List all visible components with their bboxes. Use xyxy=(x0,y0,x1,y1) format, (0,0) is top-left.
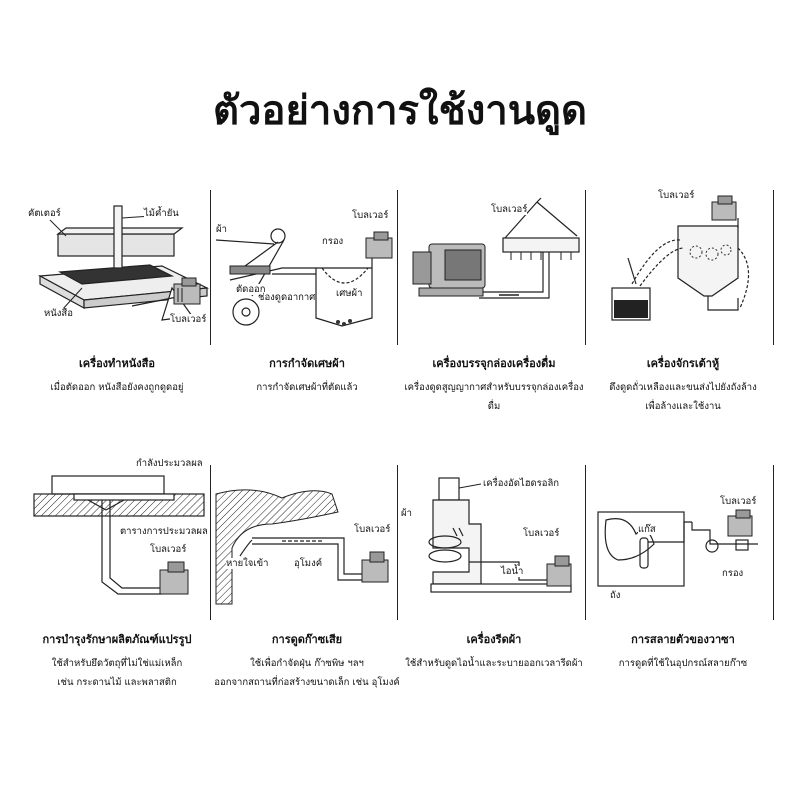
panel-desc: ใช้สำหรับยึดวัตถุที่ไม่ใช่แม่เหล็ก xyxy=(51,658,183,669)
panel-desc: เพื่อล้างและใช้งาน xyxy=(645,401,721,412)
label-fabric: ผ้า xyxy=(216,224,227,235)
panel-desc: เมื่อตัดออก หนังสือยังคงถูกดูดอยู่ xyxy=(50,382,184,393)
label-fabric: ผ้า xyxy=(401,508,412,519)
label-blower: โบลเวอร์ xyxy=(523,528,560,539)
blower-icon xyxy=(412,243,486,297)
label-blower: โบลเวอร์ xyxy=(352,210,389,221)
divider xyxy=(585,190,586,345)
panel-title: การสลายตัวของวาซา xyxy=(631,633,735,646)
blower-icon xyxy=(159,561,189,595)
blower-icon xyxy=(361,551,389,583)
label-blower: โบลเวอร์ xyxy=(170,314,207,325)
panel-desc: ดึงดูดถั่วเหลืองและขนส่งไปยังถังล้าง xyxy=(609,382,757,393)
blower-icon xyxy=(173,277,201,305)
label-scrap: เศษผ้า xyxy=(336,288,363,299)
divider xyxy=(397,190,398,345)
label-processing: กำลังประมวลผล xyxy=(136,458,203,469)
label-support: ไม้ค้ำยัน xyxy=(144,208,179,219)
label-hydraulic-press: เครื่องอัดไฮดรอลิก xyxy=(483,478,560,489)
ironing-press-illustration xyxy=(428,477,572,593)
processing-table-illustration xyxy=(33,475,205,595)
blower-icon xyxy=(546,555,572,587)
divider xyxy=(397,465,398,620)
panel-desc: การดูดที่ใช้ในอุปกรณ์สลายก๊าซ xyxy=(618,658,748,669)
blower-icon xyxy=(727,509,753,537)
divider xyxy=(210,190,211,345)
label-blower: โบลเวอร์ xyxy=(491,204,528,215)
label-filter: กรอง xyxy=(322,236,344,247)
panel-title: เครื่องทำหนังสือ xyxy=(79,357,155,370)
panel-title: การกำจัดเศษผ้า xyxy=(269,357,345,370)
beverage-packing-illustration xyxy=(412,197,580,299)
tofu-machine-illustration xyxy=(611,195,750,321)
label-gas: แก๊ส xyxy=(638,524,656,535)
panel-title: เครื่องจักรเต้าหู้ xyxy=(646,357,720,370)
blower-icon xyxy=(711,195,737,221)
panel-desc: เช่น กระดานไม้ และพลาสติก xyxy=(57,677,177,688)
label-tank: ถัง xyxy=(610,590,621,601)
label-inhale: หายใจเข้า xyxy=(226,558,269,569)
label-blower: โบลเวอร์ xyxy=(354,524,391,535)
label-tunnel: อุโมงค์ xyxy=(294,558,323,569)
panel-desc: การกำจัดเศษผ้าที่ตัดแล้ว xyxy=(256,382,358,393)
tunnel-illustration xyxy=(215,489,389,605)
page-title: ตัวอย่างการใช้งานดูด xyxy=(212,88,588,134)
label-book: หนังสือ xyxy=(44,308,73,319)
panel-title: เครื่องบรรจุกล่องเครื่องดื่ม xyxy=(432,357,556,370)
panel-desc: เครื่องดูดสูญญากาศสำหรับบรรจุกล่องเครื่อ… xyxy=(404,382,584,412)
label-processing-table: ตารางการประมวลผล xyxy=(120,526,208,537)
label-blower: โบลเวอร์ xyxy=(658,190,695,201)
label-steam: ไอน้ำ xyxy=(501,566,524,577)
label-blower: โบลเวอร์ xyxy=(720,496,757,507)
blower-icon xyxy=(365,231,393,259)
panel-desc: ใช้เพื่อกำจัดฝุ่น ก๊าซพิษ ฯลฯ xyxy=(250,658,364,669)
label-air-inlet: ช่องดูดอากาศ xyxy=(258,292,316,303)
panel-title: เครื่องรีดผ้า xyxy=(466,633,522,646)
divider xyxy=(773,465,774,620)
label-filter: กรอง xyxy=(722,568,744,579)
panel-desc: ใช้สำหรับดูดไอน้ำและระบายออกเวลารีดผ้า xyxy=(405,658,583,669)
divider xyxy=(585,465,586,620)
panel-title: การดูดก๊าซเสีย xyxy=(271,633,343,646)
panel-title: การบำรุงรักษาผลิตภัณฑ์แปรรูป xyxy=(42,633,192,646)
divider xyxy=(773,190,774,345)
label-cutter: คัตเตอร์ xyxy=(28,208,61,219)
fabric-scrap-illustration xyxy=(215,228,393,327)
book-machine-illustration xyxy=(37,205,210,321)
divider xyxy=(210,465,211,620)
label-blower: โบลเวอร์ xyxy=(150,544,187,555)
panel-desc: ออกจากสถานที่ก่อสร้างขนาดเล็ก เช่น อุโมง… xyxy=(214,677,400,688)
label-cut-off: ตัดออก xyxy=(236,284,266,295)
